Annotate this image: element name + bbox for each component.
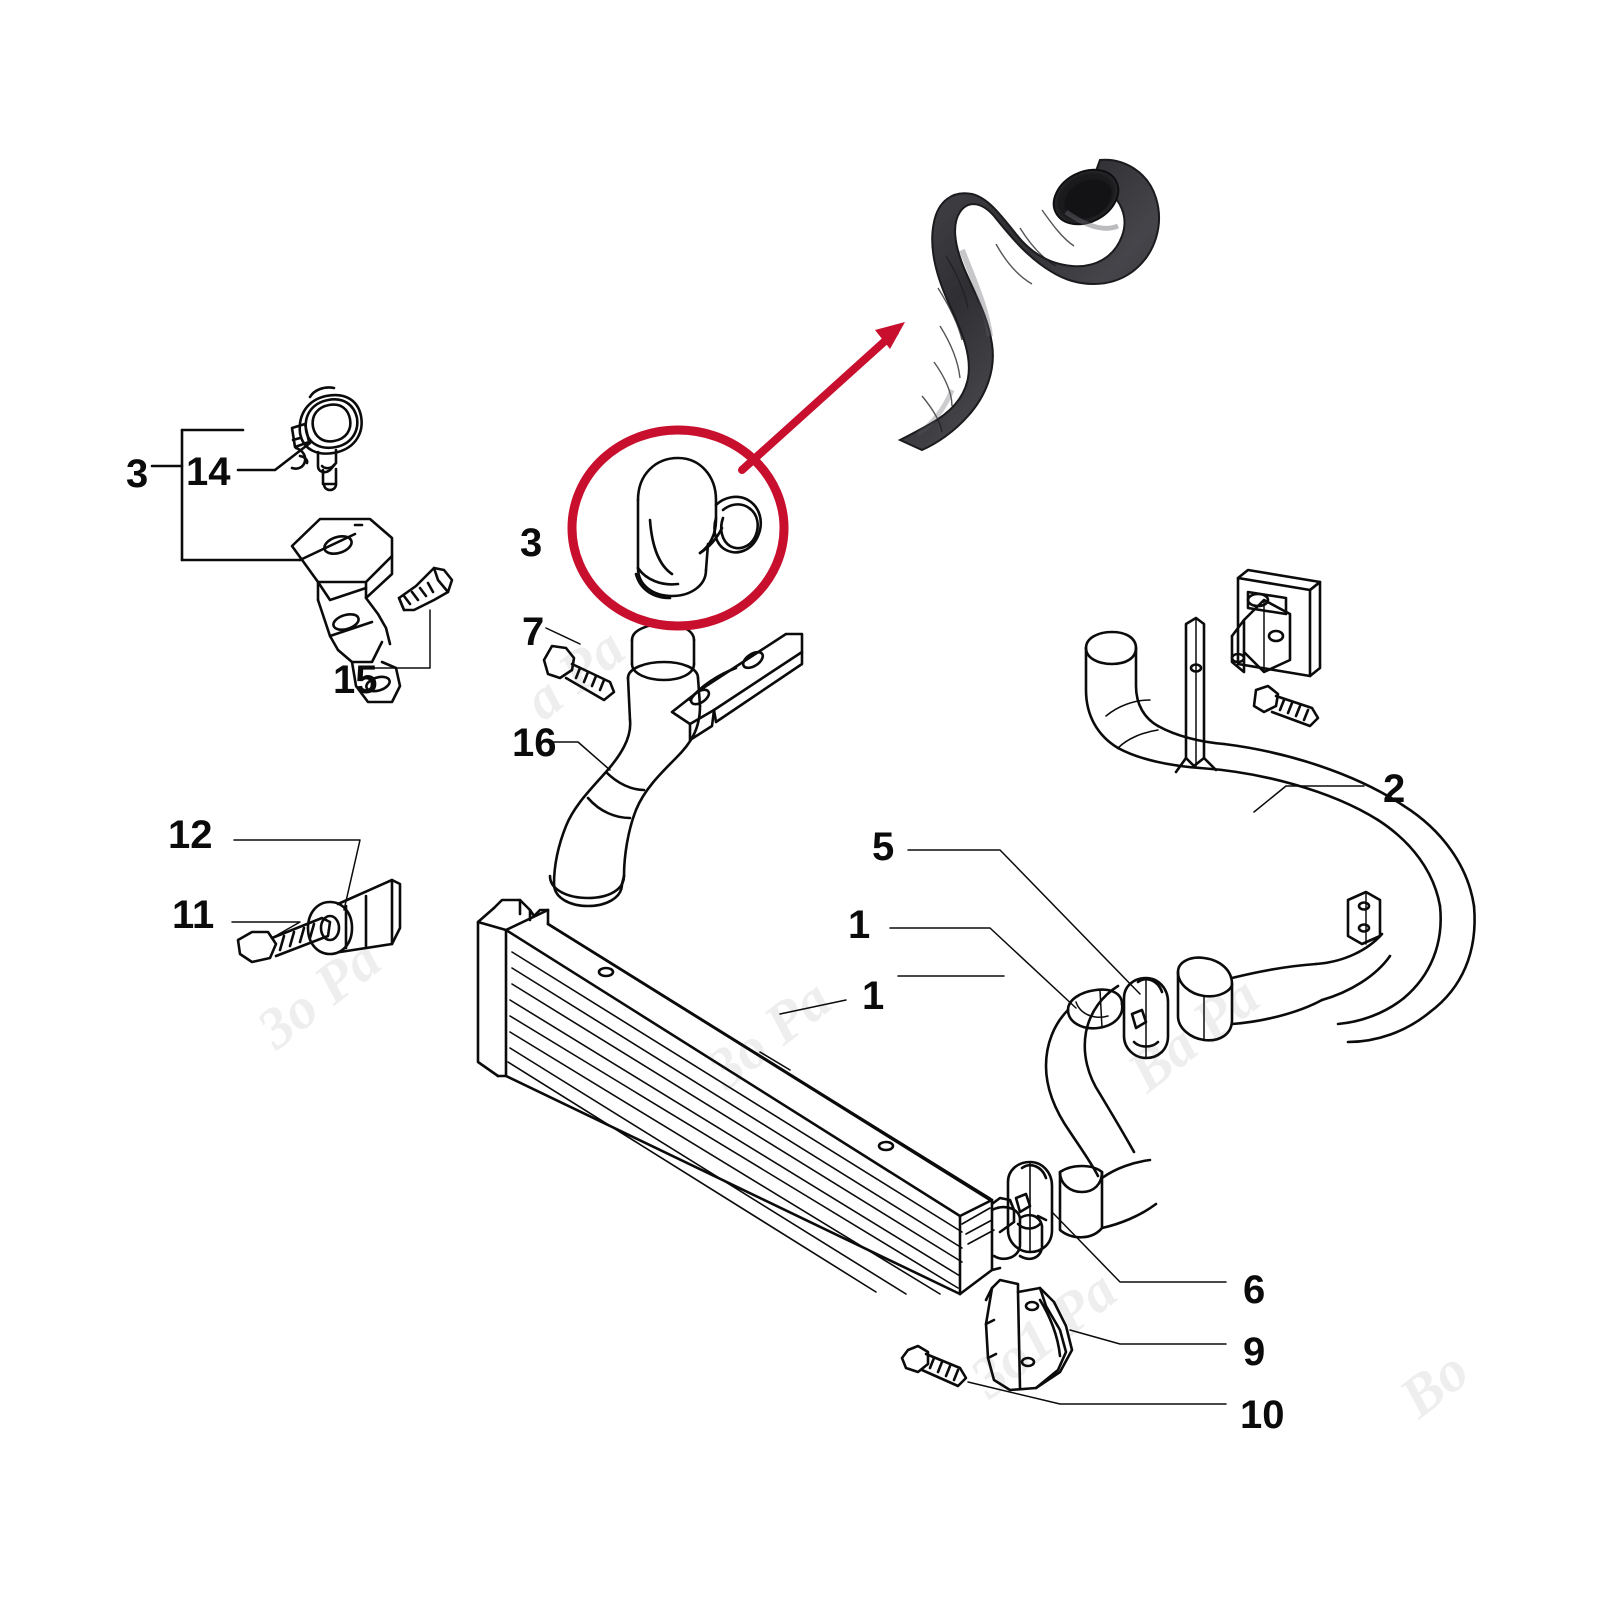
callout-3-circle: 3 xyxy=(520,521,543,565)
part-11-bolt xyxy=(231,916,332,964)
part-7-bolt xyxy=(542,627,616,702)
highlight-arrow xyxy=(738,322,905,474)
callout-7: 7 xyxy=(522,610,545,654)
callout-1-cooler: 1 xyxy=(862,974,885,1018)
group-3-bracket-lines xyxy=(150,428,357,562)
part-1-intercooler xyxy=(476,898,1044,1296)
callout-6: 6 xyxy=(1243,1268,1266,1312)
part-15-bolt xyxy=(367,566,454,669)
callout-11: 11 xyxy=(172,893,215,937)
callout-10: 10 xyxy=(1240,1393,1285,1437)
callout-2: 2 xyxy=(1383,767,1406,811)
callout-3-group: 3 xyxy=(126,452,149,496)
part-14-l-bracket xyxy=(290,517,402,704)
callout-16: 16 xyxy=(512,721,557,765)
callout-12: 12 xyxy=(168,813,213,857)
part-2-upper-hose xyxy=(1084,568,1476,1044)
highlight-circle xyxy=(567,425,789,631)
part-16-charge-pipe xyxy=(547,622,804,908)
part-5-lower-hose-run xyxy=(779,849,1392,1178)
part-6-clamp xyxy=(1006,1160,1227,1283)
callout-1-hose: 1 xyxy=(848,903,871,947)
callout-5: 5 xyxy=(872,825,895,869)
part-3-turbo-elbow xyxy=(634,456,762,600)
callout-14: 14 xyxy=(186,450,231,494)
part-5-lower-hose-end xyxy=(1058,1158,1158,1239)
callout-15: 15 xyxy=(333,658,378,702)
callout-9: 9 xyxy=(1243,1330,1266,1374)
part-14-hose-clip xyxy=(290,386,363,492)
part-9-bracket xyxy=(984,1278,1227,1392)
part-12-spacer xyxy=(233,839,402,956)
part-3-hose-photograph xyxy=(897,158,1160,452)
part-10-bolt xyxy=(900,1344,1227,1405)
